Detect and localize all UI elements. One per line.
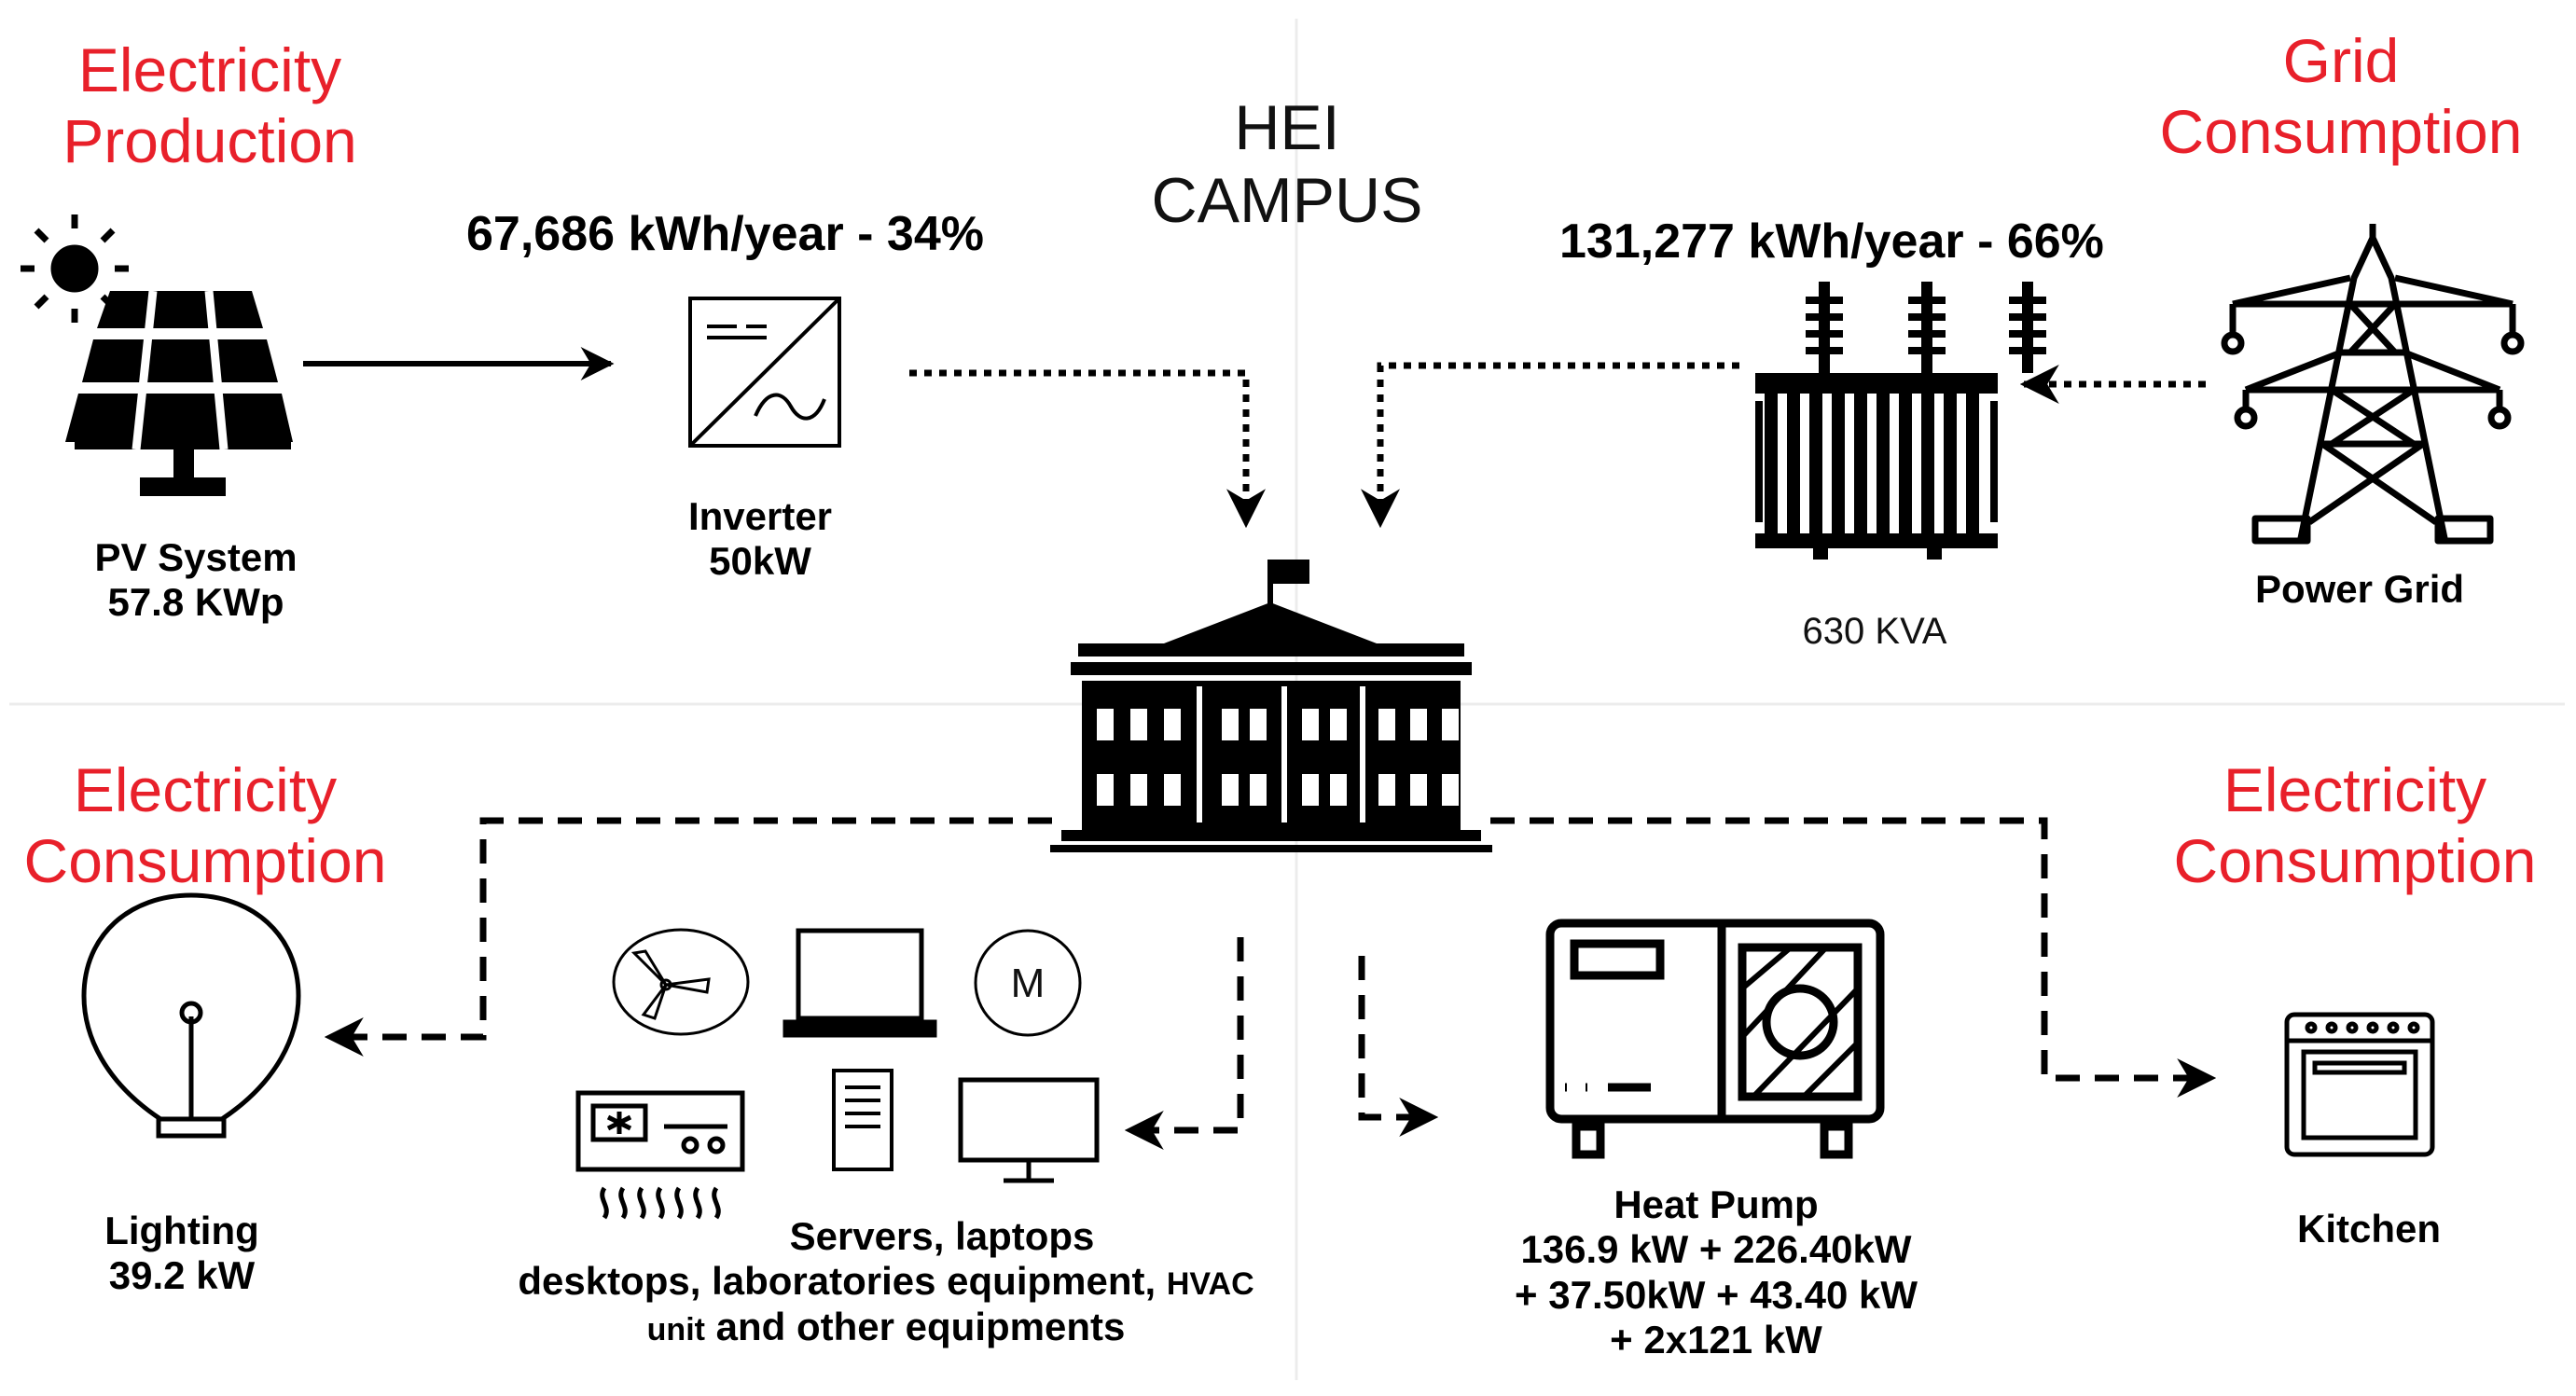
equipment-line3: unit and other equipments [466, 1305, 1306, 1349]
solar-panel-grid [132, 290, 229, 450]
heat-pump-line1: 136.9 kW + 226.40kW [1520, 1227, 1912, 1272]
equipment-line3-main: and other equipments [715, 1304, 1126, 1348]
equipment-line2: desktops, laboratories equipment, HVAC [466, 1259, 1306, 1304]
production-section-title: Electricity Production [19, 35, 401, 177]
consumption-right-line2: Consumption [2173, 825, 2537, 895]
lighting-label: Lighting 39.2 kW [56, 1209, 308, 1299]
grid-title-line1: Grid [2282, 26, 2400, 95]
lighting-name: Lighting [104, 1209, 259, 1252]
inverter-label: Inverter 50kW [634, 494, 886, 585]
heat-pump-label: Heat Pump 136.9 kW + 226.40kW + 37.50kW … [1455, 1182, 1977, 1362]
grid-section-title: Grid Consumption [2117, 26, 2565, 168]
equipment-line2-main: desktops, laboratories equipment, [518, 1259, 1156, 1304]
consumption-right-line1: Electricity [2223, 755, 2487, 824]
transformer-to-campus-arrow [1361, 362, 1739, 529]
heat-pump-line2: + 37.50kW + 43.40 kW [1515, 1272, 1918, 1317]
desktop-monitor-icon [958, 1077, 1100, 1183]
campus-building-icon [1050, 560, 1492, 852]
grid-title-line2: Consumption [2159, 96, 2523, 166]
fan-icon [612, 928, 750, 1036]
grid-share-label: 131,277 kWh/year - 66% [1559, 214, 2104, 269]
heat-pump-name: Heat Pump [1613, 1182, 1819, 1226]
lighting-rating: 39.2 kW [108, 1253, 256, 1298]
pv-system-rating: 57.8 KWp [107, 580, 284, 625]
campus-title-line1: HEI [1234, 92, 1340, 163]
equipment-line3-unit: unit [646, 1311, 705, 1348]
inverter-name: Inverter [687, 494, 833, 538]
inverter-to-campus-arrow [909, 369, 1266, 529]
distribution-lines [324, 817, 2217, 1150]
light-bulb-icon [81, 892, 301, 1139]
motor-icon [974, 929, 1082, 1037]
pv-system-label: PV System 57.8 KWp [47, 535, 345, 626]
transformer-rating-label: 630 KVA [1802, 611, 1947, 652]
equipment-line1: Servers, laptops [789, 1214, 1095, 1258]
consumption-left-title: Electricity Consumption [0, 755, 410, 897]
inverter-icon [688, 297, 841, 448]
server-icon [832, 1069, 893, 1171]
transformer-icon [1755, 282, 2046, 560]
pv-share-label: 67,686 kWh/year - 34% [466, 207, 984, 261]
consumption-left-line2: Consumption [23, 825, 387, 895]
consumption-left-line1: Electricity [73, 755, 338, 824]
heat-pump-icon [1545, 919, 1885, 1159]
equipment-label: Servers, laptops desktops, laboratories … [466, 1214, 1306, 1349]
equipment-line2-hvac: HVAC [1166, 1266, 1254, 1303]
kitchen-oven-icon [2284, 1012, 2435, 1157]
campus-title: HEI CAMPUS [1101, 91, 1474, 237]
power-grid-label: Power Grid [2254, 567, 2465, 611]
production-title-line1: Electricity [77, 35, 342, 104]
production-title-line2: Production [62, 105, 357, 175]
consumption-right-title: Electricity Consumption [2145, 755, 2565, 897]
pv-system-name: PV System [94, 535, 298, 579]
hvac-unit-icon [575, 1090, 745, 1220]
campus-title-line2: CAMPUS [1151, 165, 1423, 237]
sun-icon [21, 214, 129, 323]
laptop-icon [782, 928, 937, 1038]
kitchen-label: Kitchen [2296, 1207, 2441, 1251]
motor-letter: M [1010, 961, 1046, 1006]
heat-pump-line3: + 2x121 kW [1610, 1317, 1822, 1361]
solar-panel-icon [65, 291, 293, 496]
inverter-rating: 50kW [709, 539, 811, 584]
power-grid-icon [2221, 224, 2525, 545]
